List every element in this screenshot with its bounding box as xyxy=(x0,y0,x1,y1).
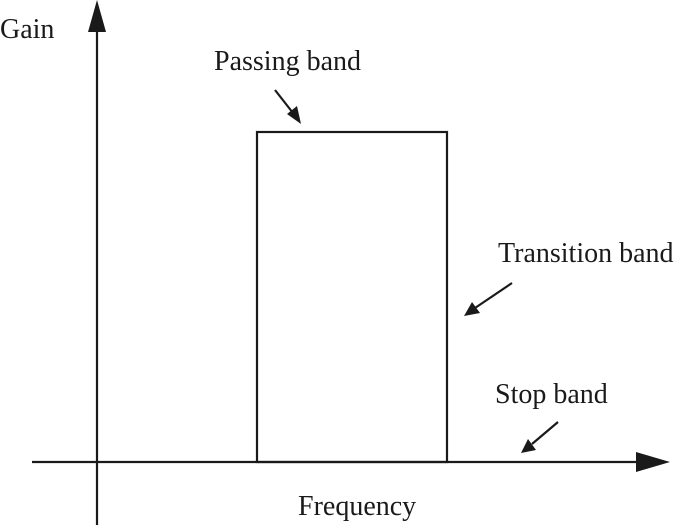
transition-band-label: Transition band xyxy=(498,238,674,269)
stop-band-pointer xyxy=(531,421,559,445)
passing-band-pointer xyxy=(274,89,294,114)
passing-band-pointer-head xyxy=(287,106,301,124)
y-axis-label: Gain xyxy=(0,14,54,45)
passband-rectangle xyxy=(255,130,449,464)
passing-band-label: Passing band xyxy=(214,46,361,77)
x-axis-arrowhead xyxy=(636,452,670,472)
stop-band-pointer-head xyxy=(521,439,536,453)
x-axis-label: Frequency xyxy=(298,491,416,522)
transition-band-pointer-head xyxy=(464,302,480,316)
transition-band-pointer xyxy=(474,282,513,309)
stop-band-label: Stop band xyxy=(495,379,608,410)
y-axis-arrowhead xyxy=(88,0,106,32)
